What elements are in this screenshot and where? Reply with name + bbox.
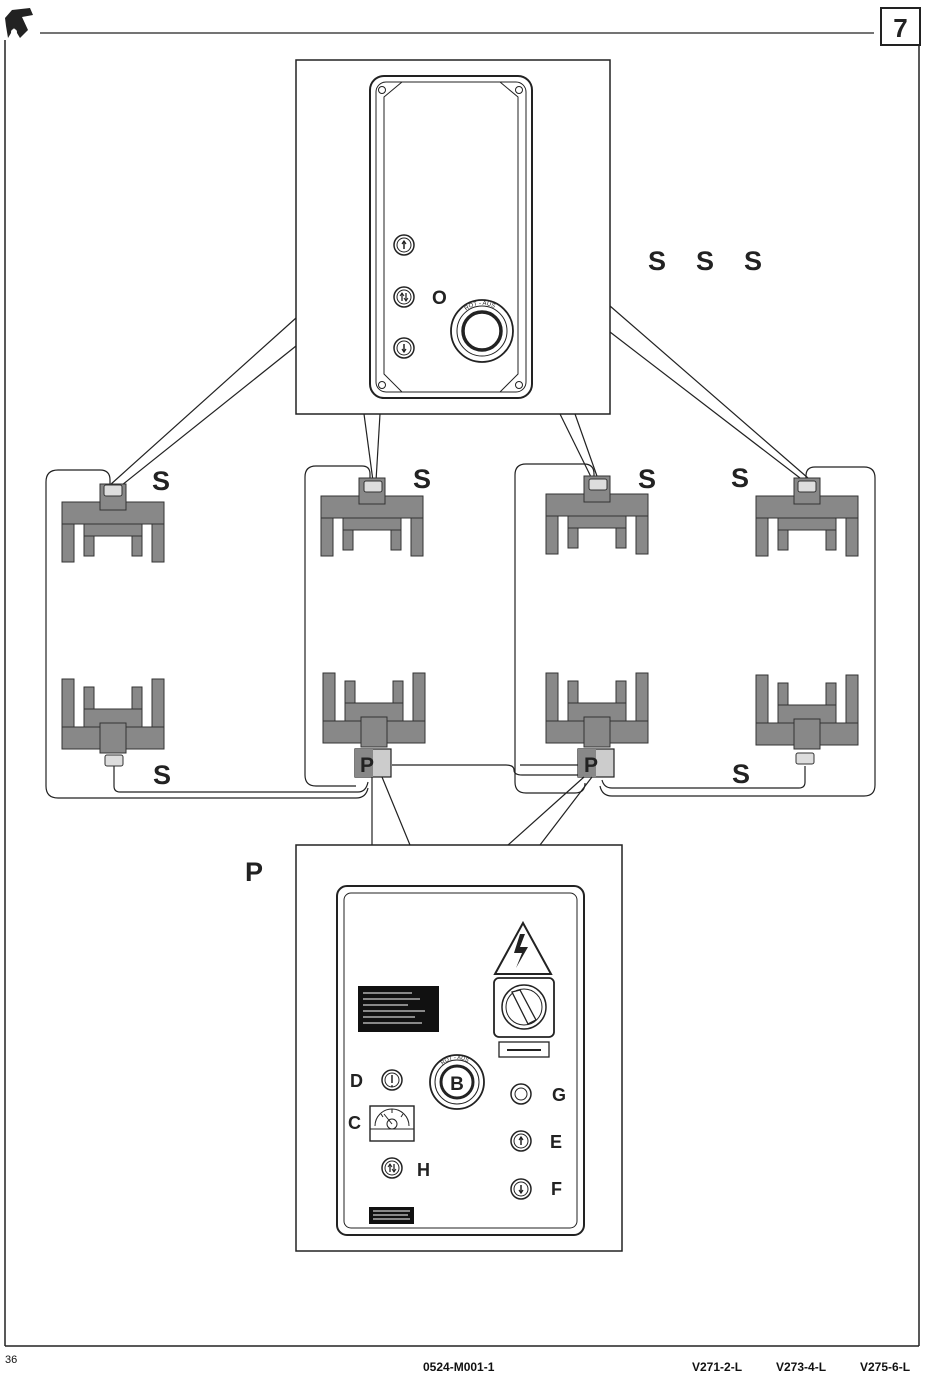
column-1-bottom	[62, 679, 164, 753]
sensor-4-top	[798, 481, 816, 492]
down-button-icon[interactable]	[394, 338, 414, 358]
brand-logo-icon	[5, 8, 33, 38]
column-3-bottom	[546, 673, 648, 747]
p-box-left-label: P	[360, 754, 374, 777]
column-2-bottom	[323, 673, 425, 747]
emergency-stop-button-b[interactable]: ROT - AUS B	[430, 1055, 484, 1109]
p-interconnect-cable	[392, 765, 580, 775]
sensor-3-top	[589, 479, 607, 490]
label-s-2: S	[696, 246, 714, 276]
main-switch[interactable]	[494, 978, 554, 1037]
bottom-connection-lines	[372, 777, 592, 845]
page-number: 36	[5, 1354, 17, 1366]
small-info-plate	[369, 1207, 414, 1224]
down-button-f-icon[interactable]	[511, 1179, 531, 1199]
up-button-e-icon[interactable]	[511, 1131, 531, 1151]
info-plate	[358, 986, 439, 1032]
panel-label-o: O	[432, 288, 447, 309]
column-4-bottom	[756, 675, 858, 749]
model-3: V275-6-L	[860, 1360, 910, 1374]
up-button-icon[interactable]	[394, 235, 414, 255]
up-down-button-icon[interactable]	[394, 287, 414, 307]
lift-frames	[46, 464, 875, 798]
indicator-lamp-g	[511, 1084, 531, 1104]
section-number: 7	[893, 13, 907, 43]
sensor-2-top	[364, 481, 382, 492]
label-s-col4-bottom: S	[732, 759, 750, 789]
sensor-1-top	[104, 485, 122, 496]
model-2: V273-4-L	[776, 1360, 826, 1374]
p-box-left: P	[355, 749, 391, 777]
up-down-button-h-icon[interactable]	[382, 1158, 402, 1178]
label-g: G	[552, 1085, 566, 1105]
indicator-d	[382, 1070, 402, 1090]
label-h: H	[417, 1160, 430, 1180]
sensor-4-bottom	[796, 753, 814, 764]
label-s-col1-top: S	[152, 466, 170, 496]
section-number-box: 7	[881, 8, 920, 45]
secondary-control-panel: D C H ROT - AUS B G	[296, 845, 622, 1251]
label-f: F	[551, 1179, 562, 1199]
gauge-meter-icon	[370, 1106, 414, 1141]
label-s-col3-top: S	[638, 464, 656, 494]
lower-sensor-cables	[114, 766, 805, 792]
sensor-1-bottom	[105, 755, 123, 766]
label-p-main: P	[245, 857, 263, 887]
label-s-col4-top: S	[731, 463, 749, 493]
model-1: V271-2-L	[692, 1360, 742, 1374]
label-c: C	[348, 1113, 361, 1133]
emergency-stop-button[interactable]: ROT - AUS	[451, 300, 513, 362]
label-e: E	[550, 1132, 562, 1152]
document-code: 0524-M001-1	[423, 1360, 494, 1374]
label-b: B	[450, 1074, 464, 1095]
p-box-right: P	[578, 749, 614, 777]
label-s-3: S	[744, 246, 762, 276]
label-s-1: S	[648, 246, 666, 276]
label-s-col2-top: S	[413, 464, 431, 494]
p-box-right-label: P	[584, 754, 598, 777]
label-s-col1-bottom: S	[153, 760, 171, 790]
master-control-panel: ROT - AUS O	[296, 60, 610, 414]
label-d: D	[350, 1071, 363, 1091]
